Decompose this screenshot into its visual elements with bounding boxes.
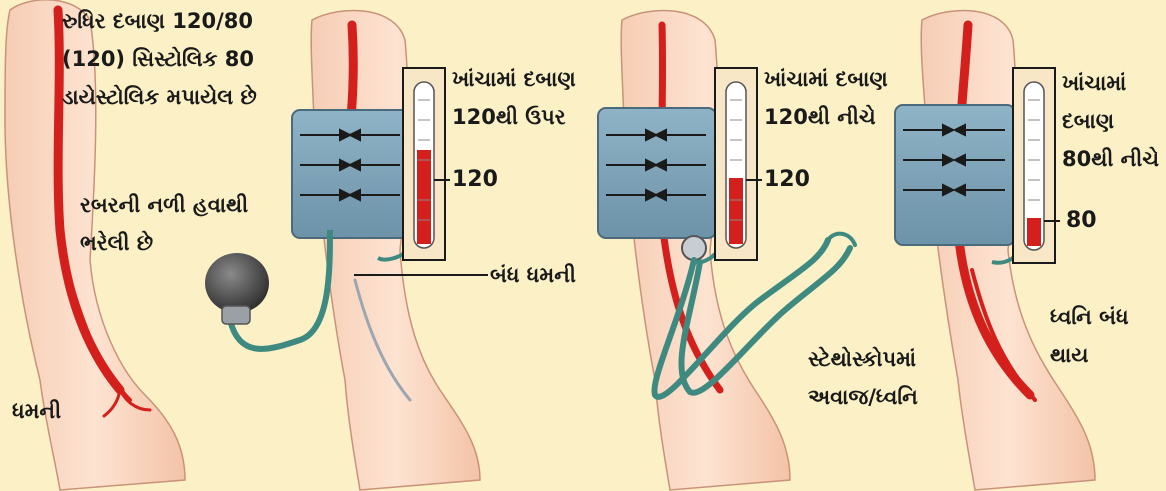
gauge-4-caption-line: દબાણ xyxy=(1062,102,1159,140)
gauge-2-mark-label: 120 xyxy=(452,167,498,192)
sound-stop-line: થાય xyxy=(1050,336,1129,374)
reading-line: ડાયેસ્ટોલિક મપાયેલ છે xyxy=(62,78,257,116)
stethoscope-text: સ્ટેથોસ્કોપમાં અવાજ/ધ્વનિ xyxy=(808,340,918,416)
closed-artery-label: બંધ ધમની xyxy=(490,256,576,294)
gauge-3-caption-line: 120થી નીચે xyxy=(764,98,888,136)
gauge-2-caption: ખાંચામાં દબાણ 120થી ઉપર xyxy=(452,60,576,136)
gauge-4-caption-line: ખાંચામાં xyxy=(1062,64,1159,102)
artery-label: ધમની xyxy=(12,392,61,430)
sound-stop-text: ધ્વનિ બંધ થાય xyxy=(1050,298,1129,374)
reading-text: રુધિર દબાણ 120/80 (120) સિસ્ટોલિક 80 ડાય… xyxy=(62,2,257,116)
cuff-2 xyxy=(292,110,412,238)
gauge-3-caption-line: ખાંચામાં દબાણ xyxy=(764,60,888,98)
gauge-3-fill xyxy=(729,178,743,244)
reading-line: (120) સિસ્ટોલિક 80 xyxy=(62,40,257,78)
sound-stop-line: ધ્વનિ બંધ xyxy=(1050,298,1129,336)
gauge-4-fill xyxy=(1027,218,1041,246)
gauge-2-fill xyxy=(417,150,431,244)
tube-line: ભરેલી છે xyxy=(80,224,248,262)
reading-line: રુધિર દબાણ 120/80 xyxy=(62,2,257,40)
cuff-3 xyxy=(598,108,716,238)
tube-line: રબરની નળી હવાથી xyxy=(80,186,248,224)
cuff-4 xyxy=(895,105,1015,245)
gauge-4-caption: ખાંચામાં દબાણ 80થી નીચે xyxy=(1062,64,1159,178)
gauge-2-caption-line: 120થી ઉપર xyxy=(452,98,576,136)
gauge-4-mark-label: 80 xyxy=(1066,208,1097,233)
gauge-3-caption: ખાંચામાં દબાણ 120થી નીચે xyxy=(764,60,888,136)
gauge-4-caption-line: 80થી નીચે xyxy=(1062,140,1159,178)
rubber-tube-text: રબરની નળી હવાથી ભરેલી છે xyxy=(80,186,248,262)
stethoscope-line: અવાજ/ધ્વનિ xyxy=(808,378,918,416)
gauge-2-caption-line: ખાંચામાં દબાણ xyxy=(452,60,576,98)
gauge-3-mark-label: 120 xyxy=(764,167,810,192)
stethoscope-line: સ્ટેથોસ્કોપમાં xyxy=(808,340,918,378)
